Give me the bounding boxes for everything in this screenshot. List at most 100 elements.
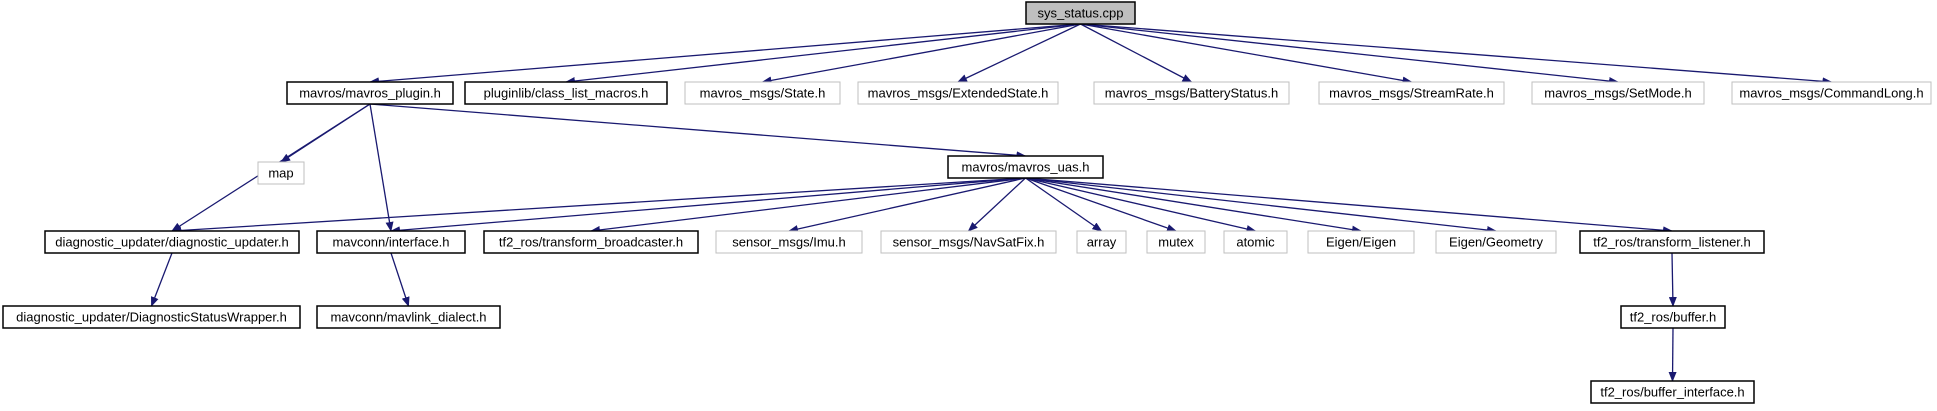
node-box — [1223, 230, 1288, 254]
edge-mavros-uas-to-eigen — [1025, 177, 1362, 234]
node-label: sensor_msgs/Imu.h — [732, 235, 845, 250]
edge-mavros-uas-to-array — [1025, 177, 1103, 232]
node-box — [684, 81, 841, 105]
node-diag-status-wrapper[interactable]: diagnostic_updater/DiagnosticStatusWrapp… — [2, 305, 301, 329]
edge-sys-status-to-battery-status — [1080, 23, 1193, 83]
node-box — [1307, 230, 1415, 254]
node-battery-status: mavros_msgs/BatteryStatus.h — [1093, 81, 1290, 105]
edge-transform-listener-to-buffer — [1668, 252, 1677, 307]
node-geometry: Eigen/Geometry — [1435, 230, 1557, 254]
node-box — [316, 305, 501, 329]
edge-sys-status-to-mavros-plugin — [369, 23, 1081, 86]
node-label: array — [1087, 235, 1117, 250]
node-box — [1076, 230, 1127, 254]
node-class-list-macros[interactable]: pluginlib/class_list_macros.h — [464, 81, 668, 105]
node-transform-broadcaster[interactable]: tf2_ros/transform_broadcaster.h — [483, 230, 699, 254]
node-label: mavros_msgs/CommandLong.h — [1739, 86, 1923, 101]
node-box — [1093, 81, 1290, 105]
edge-mavros-uas-to-diagnostic-updater — [171, 177, 1026, 235]
node-state: mavros_msgs/State.h — [684, 81, 841, 105]
node-box — [1318, 81, 1505, 105]
node-label: mavros/mavros_uas.h — [962, 160, 1090, 175]
edge-mavros-uas-to-mutex — [1025, 177, 1177, 232]
node-box — [483, 230, 699, 254]
edge-mavros-plugin-to-mavros-uas — [369, 103, 1027, 160]
edge-buffer-to-buffer-interface — [1668, 327, 1677, 382]
node-box — [947, 155, 1104, 179]
node-label: Eigen/Geometry — [1449, 235, 1543, 250]
node-label: tf2_ros/buffer.h — [1630, 310, 1717, 325]
node-diagnostic-updater[interactable]: diagnostic_updater/diagnostic_updater.h — [44, 230, 300, 254]
node-buffer-interface[interactable]: tf2_ros/buffer_interface.h — [1590, 380, 1755, 404]
node-box — [715, 230, 863, 254]
edge-sys-status-to-state — [761, 23, 1081, 85]
node-label: tf2_ros/buffer_interface.h — [1600, 385, 1744, 400]
node-label: mavconn/mavlink_dialect.h — [330, 310, 486, 325]
node-box — [286, 81, 454, 105]
edge-mavros-uas-to-atomic — [1025, 177, 1257, 233]
node-interface[interactable]: mavconn/interface.h — [316, 230, 466, 254]
edge-interface-to-mavlink-dialect — [390, 252, 410, 307]
node-label: diagnostic_updater/diagnostic_updater.h — [55, 235, 288, 250]
node-label: diagnostic_updater/DiagnosticStatusWrapp… — [16, 310, 287, 325]
node-mavros-plugin[interactable]: mavros/mavros_plugin.h — [286, 81, 454, 105]
node-box — [44, 230, 300, 254]
node-box — [1435, 230, 1557, 254]
node-label: pluginlib/class_list_macros.h — [484, 86, 649, 101]
node-navsatfix: sensor_msgs/NavSatFix.h — [880, 230, 1057, 254]
node-label: mavros_msgs/ExtendedState.h — [868, 86, 1049, 101]
edge-sys-status-to-command-long — [1080, 23, 1833, 86]
node-label: sys_status.cpp — [1038, 6, 1124, 21]
node-box — [880, 230, 1057, 254]
edges-layer — [150, 23, 1833, 382]
node-box — [464, 81, 668, 105]
node-box — [1146, 230, 1206, 254]
node-box — [1579, 230, 1765, 254]
node-eigen: Eigen/Eigen — [1307, 230, 1415, 254]
node-mutex: mutex — [1146, 230, 1206, 254]
node-label: sensor_msgs/NavSatFix.h — [893, 235, 1045, 250]
node-set-mode: mavros_msgs/SetMode.h — [1531, 81, 1705, 105]
node-mavros-uas[interactable]: mavros/mavros_uas.h — [947, 155, 1104, 179]
node-box — [2, 305, 301, 329]
node-stream-rate: mavros_msgs/StreamRate.h — [1318, 81, 1505, 105]
edge-mavros-uas-to-transform-listener — [1025, 177, 1673, 235]
node-extended-state: mavros_msgs/ExtendedState.h — [857, 81, 1059, 105]
edge-sys-status-to-class-list-macros — [565, 23, 1081, 85]
node-label: mutex — [1158, 235, 1194, 250]
node-box — [857, 81, 1059, 105]
node-label: mavros_msgs/BatteryStatus.h — [1105, 86, 1278, 101]
node-imu: sensor_msgs/Imu.h — [715, 230, 863, 254]
node-label: Eigen/Eigen — [1326, 235, 1396, 250]
node-label: mavros/mavros_plugin.h — [299, 86, 441, 101]
node-label: map — [268, 166, 293, 181]
edge-sys-status-to-set-mode — [1080, 23, 1619, 86]
node-mavlink-dialect[interactable]: mavconn/mavlink_dialect.h — [316, 305, 501, 329]
nodes-layer: sys_status.cpp mavros/mavros_plugin.h plug… — [2, 1, 1932, 404]
node-box — [257, 161, 305, 185]
node-atomic: atomic — [1223, 230, 1288, 254]
node-command-long: mavros_msgs/CommandLong.h — [1731, 81, 1932, 105]
node-label: mavros_msgs/SetMode.h — [1544, 86, 1691, 101]
node-transform-listener[interactable]: tf2_ros/transform_listener.h — [1579, 230, 1765, 254]
node-buffer[interactable]: tf2_ros/buffer.h — [1620, 305, 1726, 329]
node-sys-status[interactable]: sys_status.cpp — [1025, 1, 1136, 25]
node-box — [1731, 81, 1932, 105]
node-label: mavconn/interface.h — [332, 235, 449, 250]
edge-mavros-uas-to-geometry — [1025, 177, 1497, 234]
node-box — [316, 230, 466, 254]
node-label: atomic — [1236, 235, 1275, 250]
edge-mavros-uas-to-interface — [390, 177, 1026, 235]
edge-mavros-uas-to-transform-broadcaster — [590, 177, 1026, 234]
node-box — [1620, 305, 1726, 329]
node-label: tf2_ros/transform_broadcaster.h — [499, 235, 683, 250]
edge-diagnostic-updater-to-diag-status-wrapper — [150, 252, 173, 307]
edge-mavros-uas-to-imu — [788, 177, 1026, 233]
node-box — [1531, 81, 1705, 105]
edge-sys-status-to-extended-state — [957, 23, 1081, 83]
node-map: map — [257, 161, 305, 185]
edge-mavros-plugin-to-interface — [369, 103, 394, 232]
node-array: array — [1076, 230, 1127, 254]
edge-sys-status-to-stream-rate — [1080, 23, 1413, 85]
